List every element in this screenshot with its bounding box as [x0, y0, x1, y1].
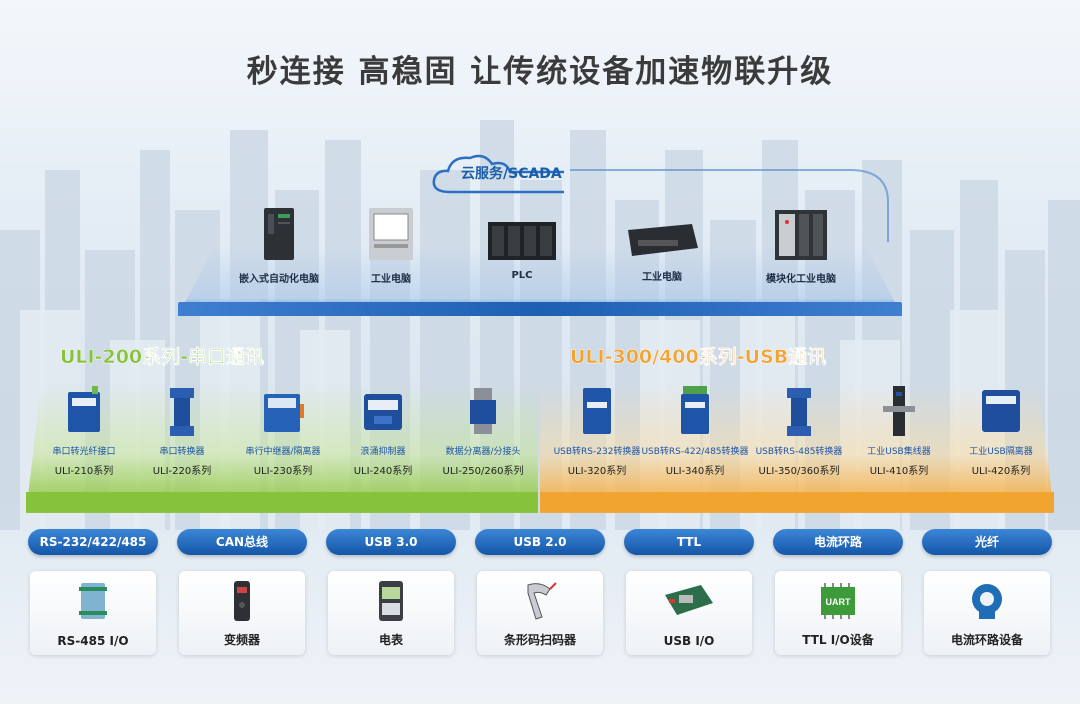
product-model: ULI-230系列 — [253, 466, 313, 477]
product-model: ULI-410系列 — [869, 466, 929, 477]
serial-converter-icon — [170, 388, 194, 436]
device-card-current-loop[interactable]: 电流环路设备 — [924, 571, 1050, 655]
product-uli340[interactable]: USB转RS-422/485转换器 ULI-340系列 — [640, 384, 750, 477]
usb-isolator-icon — [982, 390, 1020, 432]
product-name: 工业USB集线器 — [867, 447, 931, 457]
product-uli250[interactable]: 数据分离器/分接头 ULI-250/260系列 — [428, 384, 538, 477]
product-name: 串口转换器 — [159, 447, 205, 457]
cloud-service-label: 云服务/SCADA — [461, 166, 562, 182]
device-card-label: 条形码扫码器 — [503, 633, 576, 647]
device-card-label: 电表 — [378, 633, 403, 647]
uli300-series-title: ULI-300/400系列-USB通讯 — [570, 346, 827, 368]
product-model: ULI-350/360系列 — [758, 466, 840, 477]
barcode-scanner-icon — [527, 582, 557, 620]
top-device-embedded-pc: 嵌入式自动化电脑 — [234, 206, 324, 285]
device-card-usb-io[interactable]: USB I/O — [626, 571, 752, 655]
embedded-pc-icon — [264, 208, 294, 260]
device-card-label: 变频器 — [223, 633, 260, 647]
product-name: 数据分离器/分接头 — [445, 447, 521, 457]
interface-pill-current-loop[interactable]: 电流环路 — [773, 529, 903, 555]
top-device-label: 工业电脑 — [642, 272, 682, 283]
top-device-industrial-pc: 工业电脑 — [356, 206, 426, 285]
product-uli230[interactable]: 串行中继器/隔离器 ULI-230系列 — [228, 384, 338, 477]
top-device-industrial-pc-2: 工业电脑 — [620, 220, 704, 283]
product-model: ULI-250/260系列 — [442, 466, 524, 477]
current-sensor-icon — [972, 584, 1002, 619]
product-model: ULI-240系列 — [353, 466, 413, 477]
usb-rs232-converter-icon — [583, 388, 611, 434]
product-uli220[interactable]: 串口转换器 ULI-220系列 — [127, 384, 237, 477]
io-module-icon — [79, 583, 107, 619]
product-name: 浪涌抑制器 — [360, 447, 406, 457]
interface-pill-usb2[interactable]: USB 2.0 — [475, 529, 605, 555]
plc-icon — [488, 222, 556, 260]
product-model: ULI-220系列 — [152, 466, 212, 477]
interface-pill-fiber[interactable]: 光纤 — [922, 529, 1052, 555]
product-name: 串行中继器/隔离器 — [245, 447, 321, 457]
device-card-meter[interactable]: 电表 — [328, 571, 454, 655]
product-name: USB转RS-422/485转换器 — [641, 447, 749, 457]
device-card-label: TTL I/O设备 — [802, 633, 874, 647]
product-model: ULI-210系列 — [54, 466, 114, 477]
uart-chip-text: UART — [826, 597, 851, 607]
fiber-converter-icon — [68, 386, 100, 432]
serial-repeater-icon — [264, 394, 304, 432]
device-card-barcode-scanner[interactable]: 条形码扫码器 — [477, 571, 603, 655]
device-card-label: USB I/O — [663, 634, 715, 648]
industrial-pc-icon — [369, 208, 413, 260]
uli300-zone-bar — [540, 492, 1054, 512]
product-uli320[interactable]: USB转RS-232转换器 ULI-320系列 — [542, 384, 652, 477]
device-card-inverter[interactable]: 变频器 — [179, 571, 305, 655]
product-uli420[interactable]: 工业USB隔离器 ULI-420系列 — [946, 384, 1056, 477]
usb-hub-icon — [883, 386, 915, 436]
top-device-label: 嵌入式自动化电脑 — [239, 274, 319, 285]
device-card-rs485-io[interactable]: RS-485 I/O — [30, 571, 156, 655]
top-device-label: PLC — [511, 270, 533, 281]
product-uli410[interactable]: 工业USB集线器 ULI-410系列 — [844, 384, 954, 477]
product-model: ULI-340系列 — [665, 466, 725, 477]
product-name: USB转RS-485转换器 — [755, 447, 843, 457]
uli200-zone-bar — [26, 492, 538, 512]
interface-pill-can[interactable]: CAN总线 — [177, 529, 307, 555]
top-device-plc: PLC — [480, 218, 564, 281]
electric-meter-icon — [379, 581, 403, 621]
usb-rs422-converter-icon — [681, 386, 709, 434]
cloud-icon — [432, 154, 564, 194]
uart-chip-icon: UART — [821, 583, 855, 619]
top-platform-bar — [178, 302, 902, 316]
box-pc-icon — [628, 224, 698, 256]
product-name: USB转RS-232转换器 — [553, 447, 641, 457]
device-card-label: RS-485 I/O — [57, 634, 129, 648]
usb-io-board-icon — [665, 585, 713, 615]
interface-pill-rs232[interactable]: RS-232/422/485 — [28, 529, 158, 555]
interface-pill-ttl[interactable]: TTL — [624, 529, 754, 555]
product-uli350[interactable]: USB转RS-485转换器 ULI-350/360系列 — [744, 384, 854, 477]
top-device-modular-pc: 模块化工业电脑 — [756, 208, 846, 285]
top-device-label: 工业电脑 — [371, 274, 411, 285]
inverter-icon — [234, 581, 250, 621]
product-model: ULI-420系列 — [971, 466, 1031, 477]
page-title: 秒连接 高稳固 让传统设备加速物联升级 — [246, 54, 834, 90]
product-name: 串口转光纤接口 — [52, 447, 116, 457]
device-card-ttl-io[interactable]: UART TTL I/O设备 — [775, 571, 901, 655]
product-model: ULI-320系列 — [567, 466, 627, 477]
surge-suppressor-icon — [364, 394, 402, 430]
data-splitter-icon — [470, 388, 496, 434]
uli200-series-title: ULI-200系列-串口通讯 — [60, 346, 265, 368]
modular-pc-icon — [775, 210, 827, 260]
product-uli210[interactable]: 串口转光纤接口 ULI-210系列 — [29, 384, 139, 477]
device-card-label: 电流环路设备 — [950, 633, 1023, 647]
top-device-label: 模块化工业电脑 — [766, 274, 836, 285]
product-name: 工业USB隔离器 — [969, 447, 1033, 457]
product-uli240[interactable]: 浪涌抑制器 ULI-240系列 — [328, 384, 438, 477]
cloud-connection-line — [570, 169, 889, 242]
interface-pill-usb3[interactable]: USB 3.0 — [326, 529, 456, 555]
usb-rs485-converter-icon — [787, 388, 811, 436]
